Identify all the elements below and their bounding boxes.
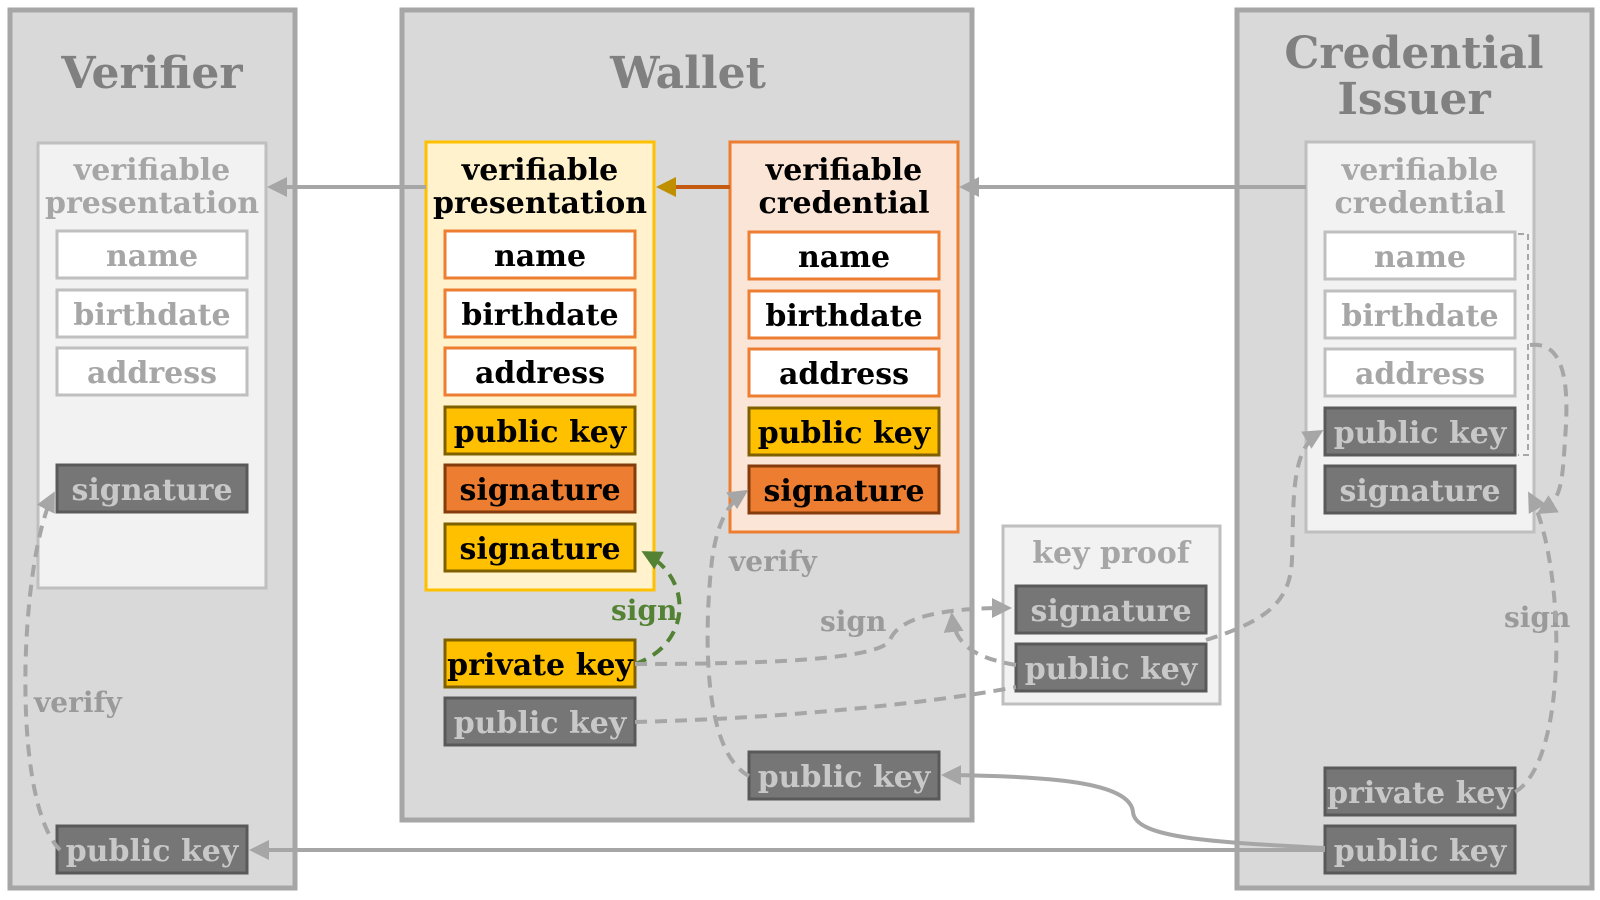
issuer-title-line1: Credential — [1284, 28, 1543, 79]
arrow-public-key-to-key-proof — [634, 685, 1017, 724]
wallet-presentation-signature2-text: signature — [459, 532, 620, 567]
wallet-presentation-signature — [443, 463, 637, 514]
issuer-birthdate-field — [1323, 289, 1517, 340]
wallet-credential-signature — [747, 464, 941, 515]
wallet-verify-label: verify — [728, 545, 818, 578]
verifier-signature-field — [55, 463, 249, 514]
issuer-private-key — [1323, 766, 1517, 817]
verifier-birthdate-field — [55, 288, 249, 339]
wallet-issuer-public-key — [747, 750, 941, 801]
wallet-credential-public-key-text: public key — [758, 416, 932, 451]
wallet-presentation-address — [443, 346, 637, 397]
issuer-title-line2: Issuer — [1337, 74, 1491, 125]
arrow-verifier-verify — [23, 491, 62, 852]
wallet-credential-name — [747, 230, 941, 281]
wallet-issuer-public-key-text: public key — [758, 760, 932, 795]
wallet-presentation-signature2 — [443, 522, 637, 573]
key-proof-title: key proof — [1032, 536, 1192, 571]
arrow-wallet-sign-green — [634, 551, 682, 666]
issuer-fields-bracket — [1518, 233, 1529, 456]
wallet-credential-address-text: address — [779, 357, 909, 392]
wallet-presentation-birthdate — [443, 288, 637, 339]
issuer-name-field — [1323, 230, 1517, 281]
issuer-address-field — [1323, 347, 1517, 398]
arrow-issuer-sign-signature — [1513, 491, 1559, 794]
verifier-presentation-title-line2: presentation — [45, 186, 259, 221]
arrow-key-proof-to-issuer-public-key — [1205, 429, 1324, 642]
wallet-credential-signature-text: signature — [763, 474, 924, 509]
wallet-private-key — [443, 638, 637, 689]
key-proof-signature — [1014, 584, 1208, 635]
key-proof-signature-text: signature — [1030, 594, 1191, 629]
issuer-private-key-text: private key — [1327, 776, 1514, 811]
verifier-address-field — [55, 346, 249, 397]
wallet-public-key-text: public key — [454, 706, 628, 741]
issuer-credential-title-line1: verifiable — [1341, 153, 1498, 188]
verifier-birthdate-text: birthdate — [73, 298, 230, 333]
wallet-sign-label: sign — [611, 594, 677, 627]
key-proof-sign-label: sign — [820, 605, 886, 638]
wallet-private-key-text: private key — [447, 648, 634, 683]
wallet-credential-birthdate — [747, 289, 941, 340]
wallet-presentation-name — [443, 229, 637, 280]
wallet-title: Wallet — [609, 48, 767, 99]
verifier-public-key-text: public key — [66, 834, 240, 869]
wallet-presentation-public-key — [443, 405, 637, 456]
wallet-presentation-address-text: address — [475, 356, 605, 391]
arrow-issuer-public-key-to-wallet — [941, 765, 1326, 850]
wallet-presentation-signature-text: signature — [459, 473, 620, 508]
verifier-verify-label: verify — [33, 686, 123, 719]
key-proof-public-key — [1014, 642, 1208, 693]
key-proof-public-key-text: public key — [1025, 652, 1199, 687]
issuer-signature-field — [1323, 464, 1517, 515]
wallet-presentation-title-line1: verifiable — [461, 153, 618, 188]
issuer-address-text: address — [1355, 357, 1485, 392]
verifier-name-field — [55, 229, 249, 280]
wallet-credential-address — [747, 347, 941, 398]
issuer-birthdate-text: birthdate — [1341, 299, 1498, 334]
verifier-address-text: address — [87, 356, 217, 391]
issuer-public-key-field — [1323, 406, 1517, 457]
verifier-name-text: name — [106, 239, 198, 274]
issuer-public-key-field-text: public key — [1334, 416, 1508, 451]
arrow-key-proof-self-verify — [943, 612, 1017, 667]
wallet-credential-name-text: name — [798, 240, 890, 275]
issuer-credential-title-line2: credential — [1334, 186, 1505, 221]
issuer-public-key-text: public key — [1334, 834, 1508, 869]
wallet-credential-birthdate-text: birthdate — [765, 299, 922, 334]
issuer-sign-label: sign — [1504, 601, 1570, 634]
verifier-title: Verifier — [60, 48, 243, 99]
wallet-presentation-public-key-text: public key — [454, 415, 628, 450]
wallet-presentation-name-text: name — [494, 239, 586, 274]
wallet-presentation-title-line2: presentation — [433, 186, 647, 221]
wallet-credential-public-key — [747, 406, 941, 457]
verifier-presentation-title-line1: verifiable — [73, 153, 230, 188]
arrow-issuer-fields-to-sign — [1529, 342, 1569, 515]
arrow-wallet-verify — [705, 489, 751, 778]
arrow-private-key-sign-key-proof — [634, 598, 1012, 666]
issuer-name-text: name — [1374, 240, 1466, 275]
verifier-signature-text: signature — [71, 473, 232, 508]
wallet-presentation-birthdate-text: birthdate — [461, 298, 618, 333]
issuer-public-key — [1323, 824, 1517, 875]
wallet-credential-title-line2: credential — [758, 186, 929, 221]
issuer-signature-text: signature — [1339, 474, 1500, 509]
wallet-credential-title-line1: verifiable — [765, 153, 922, 188]
